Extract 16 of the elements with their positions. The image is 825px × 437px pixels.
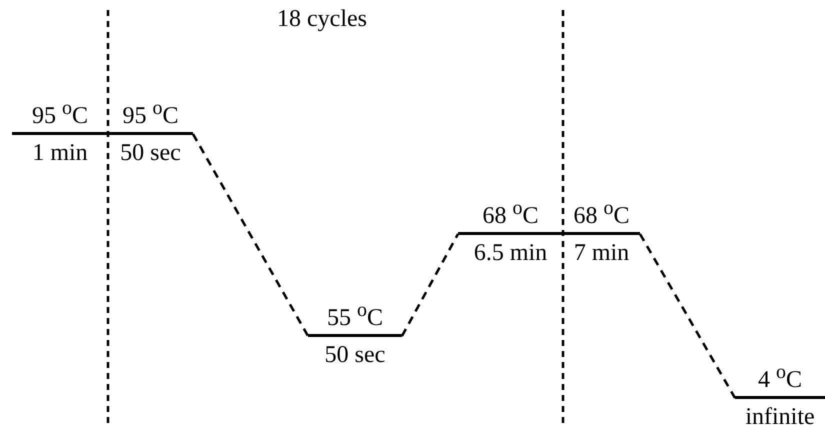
temperature-label: 55 $^{o}$C xyxy=(327,298,383,331)
cycle-count-label: 18 cycles xyxy=(277,6,367,32)
duration-label: 1 min xyxy=(32,140,88,166)
duration-label: 50 sec xyxy=(324,342,386,368)
ramp-line xyxy=(638,233,736,399)
duration-label: 6.5 min xyxy=(474,240,548,266)
ramp-line xyxy=(192,133,310,337)
temperature-label: 95 $^{o}$C xyxy=(32,96,88,129)
temperature-label: 4 $^{o}$C xyxy=(758,360,802,393)
temperature-label: 68 $^{o}$C xyxy=(482,196,538,229)
duration-label: 50 sec xyxy=(120,140,181,166)
duration-label: 7 min xyxy=(574,240,630,266)
duration-label: infinite xyxy=(745,404,815,430)
temperature-label: 95 $^{o}$C xyxy=(122,96,178,129)
ramp-line xyxy=(400,233,460,337)
temperature-label: 68 $^{o}$C xyxy=(574,196,630,229)
